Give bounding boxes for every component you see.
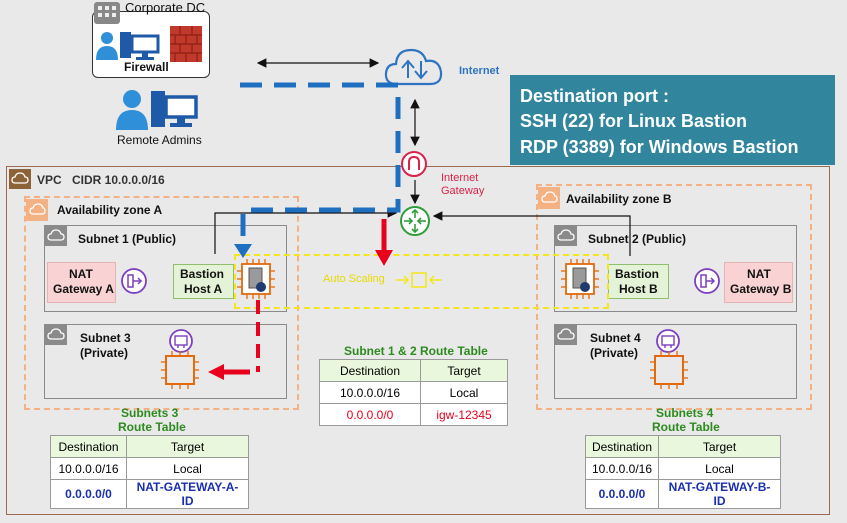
route-table-4-title-line1: Subnets 4 xyxy=(656,406,714,420)
availability-zone-a xyxy=(24,196,299,410)
building-icon xyxy=(94,2,120,24)
table-header-row: Destination Target xyxy=(585,435,781,458)
nat-gateway-a-line1: NAT xyxy=(69,267,93,281)
internet-gateway-line1: Internet xyxy=(441,172,479,184)
ec2-instance-a-icon xyxy=(161,351,199,394)
vpc-icon xyxy=(9,169,31,189)
table-row: 0.0.0.0/0 igw-12345 xyxy=(319,403,508,426)
nat-gateway-b-icon xyxy=(693,267,721,300)
subnet-3-line2: (Private) xyxy=(80,346,129,360)
route-table-4: Destination Target 10.0.0.0/16 Local 0.0… xyxy=(585,435,781,509)
cell-target: Local xyxy=(126,457,249,480)
cell-target: Local xyxy=(658,457,781,480)
route-table-public: Destination Target 10.0.0.0/16 Local 0.0… xyxy=(319,359,508,426)
header-target: Target xyxy=(126,435,249,458)
nat-gateway-b-box xyxy=(724,262,793,303)
vpc-label: VPC xyxy=(37,173,62,187)
callout-line-2: SSH (22) for Linux Bastion xyxy=(520,111,748,131)
route-table-3-title-line2: Route Table xyxy=(118,420,186,434)
subnet-2-icon xyxy=(555,226,577,246)
subnet-1-public xyxy=(44,225,287,312)
az-a-label: Availability zone A xyxy=(57,203,163,217)
nat-gateway-a-box xyxy=(47,262,116,303)
subnet-4-private xyxy=(554,324,797,399)
subnet-3-line1: Subnet 3 xyxy=(80,331,131,345)
cell-target: igw-12345 xyxy=(420,403,508,426)
destination-port-callout xyxy=(510,75,835,165)
route-table-3: Destination Target 10.0.0.0/16 Local 0.0… xyxy=(50,435,249,509)
user-workstation-icon xyxy=(96,30,166,69)
cell-target: NAT-GATEWAY-A-ID xyxy=(126,479,249,509)
route-table-3-title-line1: Subnets 3 xyxy=(121,406,179,420)
vpc-cidr-label: CIDR 10.0.0.0/16 xyxy=(72,173,165,187)
table-row: 0.0.0.0/0 NAT-GATEWAY-A-ID xyxy=(50,479,249,509)
nat-gateway-a-line2: Gateway A xyxy=(53,282,114,296)
subnet-3-endpoint-icon xyxy=(168,328,194,359)
table-row: 0.0.0.0/0 NAT-GATEWAY-B-ID xyxy=(585,479,781,509)
subnet-1-label: Subnet 1 (Public) xyxy=(78,232,177,246)
router-icon xyxy=(399,205,431,242)
bastion-host-a-line2: Host A xyxy=(184,282,223,296)
internet-gateway-icon xyxy=(400,150,428,183)
route-table-4-title-line2: Route Table xyxy=(652,420,720,434)
subnet-4-icon xyxy=(555,325,577,345)
az-a-icon xyxy=(26,199,48,221)
remote-admin-icon xyxy=(116,88,200,137)
firewall-label: Firewall xyxy=(124,60,169,74)
table-row: 10.0.0.0/16 Local xyxy=(585,457,781,480)
availability-zone-b xyxy=(536,184,812,410)
bastion-host-b-line1: Bastion xyxy=(615,267,660,281)
nat-gateway-b-line2: Gateway B xyxy=(730,282,792,296)
cell-target: NAT-GATEWAY-B-ID xyxy=(658,479,781,509)
nat-gateway-b-line1: NAT xyxy=(747,267,771,281)
auto-scaling-label: Auto Scaling xyxy=(323,273,385,285)
header-target: Target xyxy=(420,359,508,382)
bastion-host-b-icon xyxy=(561,259,599,304)
ec2-instance-b-icon xyxy=(650,351,688,394)
bastion-host-a-box xyxy=(173,264,234,299)
cell-destination: 0.0.0.0/0 xyxy=(319,403,421,426)
subnet-4-line2: (Private) xyxy=(590,346,639,360)
cell-target: Local xyxy=(420,381,508,404)
corporate-dc-label: Corporate DC xyxy=(125,0,206,15)
subnet-2-label: Subnet 2 (Public) xyxy=(588,232,687,246)
cell-destination: 10.0.0.0/16 xyxy=(585,457,659,480)
header-target: Target xyxy=(658,435,781,458)
bastion-host-a-line1: Bastion xyxy=(180,267,225,281)
callout-line-1: Destination port : xyxy=(520,86,669,106)
nat-gateway-a-icon xyxy=(120,267,148,300)
az-b-label: Availability zone B xyxy=(566,192,672,206)
subnet-4-line1: Subnet 4 xyxy=(590,331,641,345)
auto-scaling-group xyxy=(234,254,609,309)
header-destination: Destination xyxy=(50,435,127,458)
cell-destination: 10.0.0.0/16 xyxy=(50,457,127,480)
subnet-4-endpoint-icon xyxy=(655,328,681,359)
table-row: 10.0.0.0/16 Local xyxy=(50,457,249,480)
bastion-host-b-line2: Host B xyxy=(619,282,658,296)
table-row: 10.0.0.0/16 Local xyxy=(319,381,508,404)
firewall-icon xyxy=(170,26,202,67)
subnet-3-icon xyxy=(45,325,67,345)
internet-gateway-line2: Gateway xyxy=(441,185,485,197)
cell-destination: 0.0.0.0/0 xyxy=(585,479,659,509)
auto-scaling-icon xyxy=(396,270,442,295)
table-header-row: Destination Target xyxy=(319,359,508,382)
callout-line-3: RDP (3389) for Windows Bastion xyxy=(520,137,799,157)
subnet-3-private xyxy=(44,324,287,399)
table-header-row: Destination Target xyxy=(50,435,249,458)
cell-destination: 10.0.0.0/16 xyxy=(319,381,421,404)
internet-cloud-icon xyxy=(383,44,447,93)
subnet-2-public xyxy=(554,225,797,312)
az-b-icon xyxy=(538,187,560,209)
subnet-1-icon xyxy=(45,226,67,246)
route-table-public-title: Subnet 1 & 2 Route Table xyxy=(344,344,488,358)
internet-label: Internet xyxy=(459,65,500,77)
remote-admins-label: Remote Admins xyxy=(117,133,202,147)
bastion-host-a-icon xyxy=(237,259,275,304)
cell-destination: 0.0.0.0/0 xyxy=(50,479,127,509)
header-destination: Destination xyxy=(319,359,421,382)
header-destination: Destination xyxy=(585,435,659,458)
